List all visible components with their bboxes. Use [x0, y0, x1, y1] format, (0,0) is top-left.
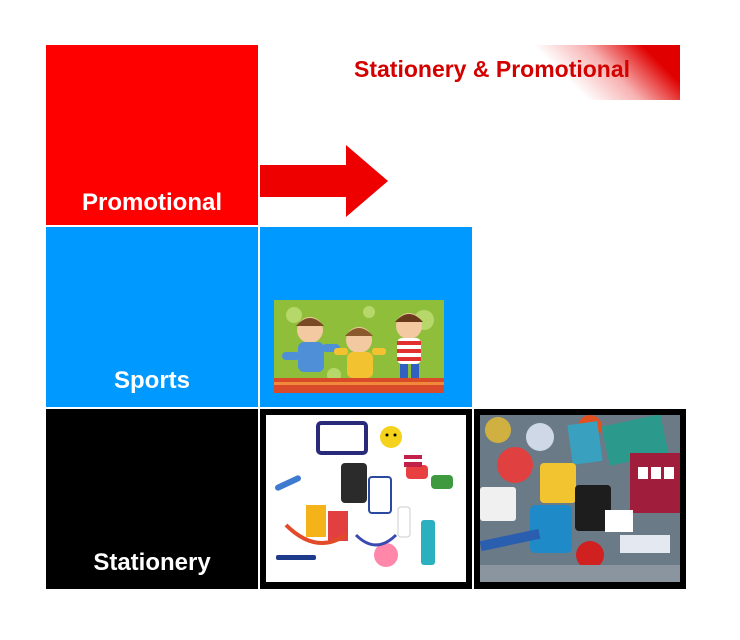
sports-image-tile [260, 227, 472, 407]
promo-products-tile [260, 409, 472, 589]
promotional-label: Promotional [81, 189, 222, 216]
sports-tile: Sports [46, 227, 258, 407]
right-arrow-icon [260, 145, 388, 217]
page-title: Stationery & Promotional [354, 56, 631, 82]
stationery-label: Stationery [93, 549, 211, 576]
title-banner [525, 45, 680, 100]
kids-illustration [274, 300, 444, 393]
branded-merch-tile [474, 409, 686, 589]
branded-merchandise-image [480, 415, 680, 582]
sports-label: Sports [113, 367, 190, 394]
promotional-tile: Promotional [46, 45, 258, 225]
stationery-tile: Stationery [46, 409, 258, 589]
promotional-products-image [266, 415, 466, 582]
